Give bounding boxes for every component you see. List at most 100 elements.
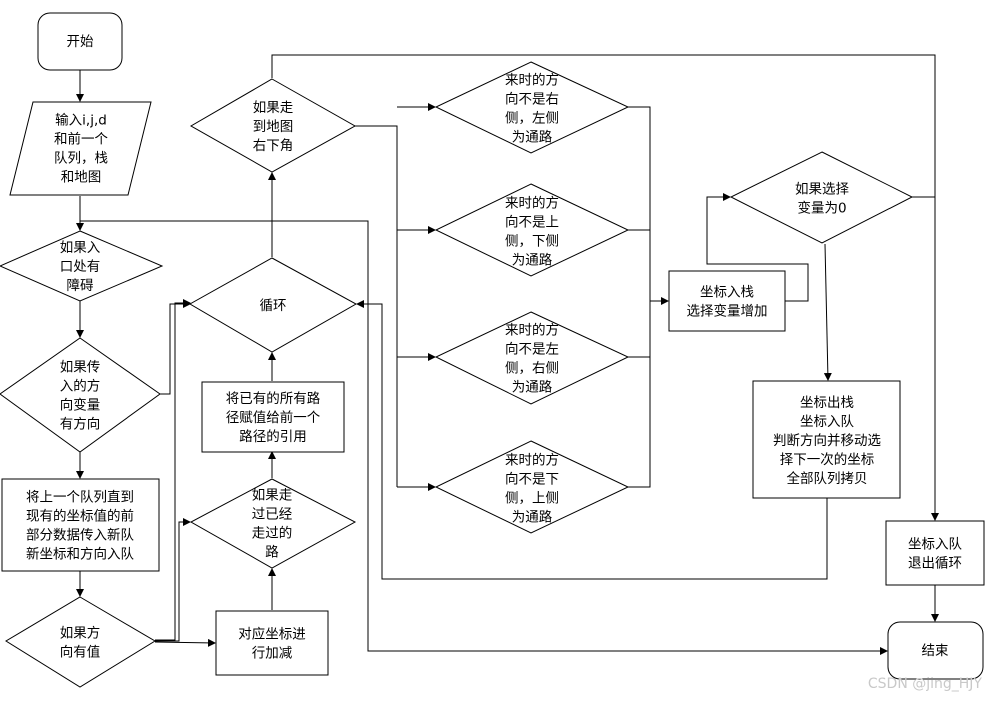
input-node: 输入i,j,d 和前一个队列，栈和地图 — [9, 101, 152, 196]
svg-text:来时的方向不是右侧，左侧为通路: 来时的方向不是右侧，左侧为通路 — [505, 73, 559, 146]
visited-path-label-line: 路 — [265, 545, 279, 561]
input-label-line: 队列，栈 — [54, 151, 108, 167]
not-from-bottom-label-line: 向不是下 — [505, 472, 559, 488]
assign-paths-label-line: 径赋值给前一个 — [226, 409, 321, 426]
adjust-coords-label-line: 行加减 — [252, 646, 293, 662]
edge-corner-to-direction-checks — [355, 125, 398, 487]
assign-paths-label-line: 将已有的所有路 — [226, 391, 321, 407]
svg-text:坐标出栈坐标入队判断方向并移动选择下一次的坐标全部队列拷贝: 坐标出栈坐标入队判断方向并移动选择下一次的坐标全部队列拷贝 — [773, 395, 881, 487]
pop-stack-process: 坐标出栈坐标入队判断方向并移动选择下一次的坐标全部队列拷贝 — [752, 380, 901, 499]
svg-text:结束: 结束 — [922, 643, 950, 659]
assign-paths-process: 将已有的所有路径赋值给前一个路径的引用 — [201, 381, 345, 453]
visited-path-label-line: 如果走 — [252, 488, 293, 504]
svg-text:如果选择变量为0: 如果选择变量为0 — [795, 182, 849, 217]
reached-bottom-right-label-line: 如果走 — [253, 100, 294, 116]
start-label-line: 开始 — [67, 34, 94, 50]
not-from-bottom-label-line: 为通路 — [512, 510, 553, 526]
end-label-line: 结束 — [922, 643, 950, 659]
has-direction-var-label-line: 有方向 — [60, 417, 101, 433]
svg-text:如果走到地图右下角: 如果走到地图右下角 — [253, 100, 294, 154]
watermark: CSDN @jing_HJY — [868, 676, 983, 692]
direction-has-value-label-line: 如果方 — [60, 626, 101, 642]
not-from-top-label-line: 向不是上 — [505, 215, 559, 231]
edge-select-check-to-pop — [823, 243, 832, 381]
edge-push-to-select-check — [706, 193, 809, 302]
corner-reached-decision: 如果走到地图右下角 — [189, 78, 357, 173]
assign-paths-label-line: 路径的引用 — [239, 429, 307, 445]
edge-direction-value-to-visited — [155, 518, 191, 642]
has-direction-var-label-line: 入的方 — [60, 379, 101, 395]
not-from-top-label-line: 为通路 — [512, 253, 553, 269]
pop-stack-label-line: 择下一次的坐标 — [780, 452, 875, 468]
enqueue-exit-label-line: 退出循环 — [908, 556, 962, 572]
edge-direction-var-to-loop — [160, 300, 191, 395]
end-node: 结束 — [887, 621, 984, 680]
edge-direction-checks-merge — [628, 106, 651, 488]
start-node: 开始 — [37, 12, 123, 71]
loop-decision: 循环 — [188, 257, 358, 353]
pop-stack-label-line: 坐标入队 — [800, 414, 854, 430]
select-var-zero-label-line: 变量为0 — [797, 201, 846, 217]
not-from-left-label-line: 为通路 — [512, 380, 553, 396]
has-direction-var-label-line: 向变量 — [60, 398, 101, 414]
svg-text:坐标入栈选择变量增加: 坐标入栈选择变量增加 — [687, 285, 768, 320]
svg-text:循环: 循环 — [260, 298, 287, 314]
svg-text:将已有的所有路径赋值给前一个路径的引用: 将已有的所有路径赋值给前一个路径的引用 — [226, 391, 321, 445]
direction-has-value-label-line: 向有值 — [60, 645, 101, 661]
svg-text:如果传入的方向变量有方向: 如果传入的方向变量有方向 — [60, 360, 101, 433]
svg-text:来时的方向不是左侧，右侧为通路: 来时的方向不是左侧，右侧为通路 — [505, 323, 559, 396]
edge-direction-value-to-adjust — [154, 638, 216, 647]
select-var-zero-decision: 如果选择变量为0 — [729, 151, 914, 244]
pop-stack-label-line: 坐标出栈 — [800, 395, 854, 411]
not-from-right-decision: 来时的方向不是右侧，左侧为通路 — [434, 61, 630, 154]
push-stack-label-line: 坐标入栈 — [700, 285, 754, 301]
push-stack-label-line: 选择变量增加 — [687, 304, 768, 320]
not-from-left-label-line: 来时的方 — [505, 323, 559, 339]
enqueue-exit-process: 坐标入队退出循环 — [885, 520, 985, 586]
copy-queue-label-line: 部分数据传入新队 — [26, 528, 134, 544]
visited-path-label-line: 走过的 — [252, 526, 293, 542]
svg-text:来时的方向不是下侧，上侧为通路: 来时的方向不是下侧，上侧为通路 — [505, 453, 559, 526]
copy-queue-process: 将上一个队列直到现有的坐标值的前部分数据传入新队新坐标和方向入队 — [1, 478, 160, 572]
visited-path-label-line: 过已经 — [252, 507, 293, 523]
copy-queue-label-line: 将上一个队列直到 — [26, 490, 134, 506]
direction-value-decision: 如果方向有值 — [5, 596, 156, 688]
not-from-top-label-line: 侧，下侧 — [505, 234, 559, 250]
svg-text:如果方向有值: 如果方向有值 — [60, 626, 101, 661]
edge-direction-value-to-loop — [155, 299, 191, 641]
input-label-line: 输入i,j,d — [55, 113, 107, 129]
push-stack-process: 坐标入栈选择变量增加 — [668, 270, 786, 332]
not-from-left-decision: 来时的方向不是左侧，右侧为通路 — [434, 311, 630, 405]
input-label-line: 和前一个 — [54, 131, 108, 148]
visited-path-decision: 如果走过已经走过的路 — [189, 478, 357, 569]
not-from-left-label-line: 侧，右侧 — [505, 361, 559, 377]
entrance-blocked-decision: 如果入口处有障碍 — [0, 230, 164, 302]
not-from-bottom-label-line: 来时的方 — [505, 453, 559, 469]
edge-corner-to-enqueue-exit — [271, 54, 939, 521]
copy-queue-label-line: 新坐标和方向入队 — [26, 547, 134, 563]
edge-entrance-blocked-to-end — [80, 220, 888, 655]
not-from-right-label-line: 侧，左侧 — [505, 111, 559, 127]
svg-text:对应坐标进行加减: 对应坐标进行加减 — [238, 626, 306, 662]
svg-text:如果走过已经走过的路: 如果走过已经走过的路 — [252, 488, 293, 561]
not-from-right-label-line: 来时的方 — [505, 73, 559, 89]
svg-text:如果入口处有障碍: 如果入口处有障碍 — [60, 240, 101, 294]
not-from-right-label-line: 为通路 — [512, 130, 553, 146]
pop-stack-label-line: 全部队列拷贝 — [787, 470, 868, 487]
reached-bottom-right-label-line: 右下角 — [253, 138, 294, 154]
not-from-bottom-label-line: 侧，上侧 — [505, 491, 559, 507]
adjust-coords-process: 对应坐标进行加减 — [215, 610, 329, 676]
reached-bottom-right-label-line: 到地图 — [253, 119, 294, 135]
adjust-coords-label-line: 对应坐标进 — [238, 626, 306, 643]
not-from-top-label-line: 来时的方 — [505, 196, 559, 212]
input-label-line: 和地图 — [61, 170, 102, 186]
svg-text:开始: 开始 — [67, 34, 94, 50]
has-direction-var-label-line: 如果传 — [60, 360, 101, 376]
pop-stack-label-line: 判断方向并移动选 — [773, 433, 881, 449]
not-from-left-label-line: 向不是左 — [505, 342, 559, 358]
svg-text:坐标入队退出循环: 坐标入队退出循环 — [908, 537, 962, 572]
not-from-right-label-line: 向不是右 — [505, 92, 559, 108]
loop-label-line: 循环 — [260, 298, 287, 314]
